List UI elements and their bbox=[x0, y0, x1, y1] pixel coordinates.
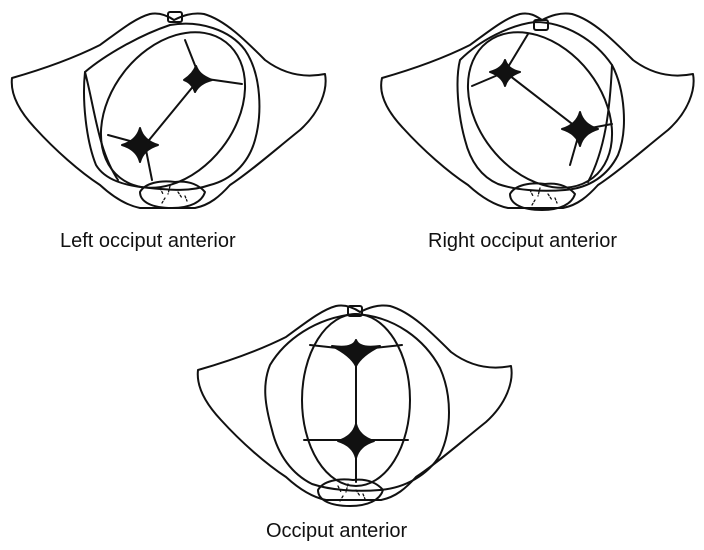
pelvis-occiput-anterior bbox=[198, 305, 512, 506]
anterior-fontanelle bbox=[338, 424, 374, 458]
posterior-fontanelle bbox=[490, 60, 520, 86]
sacrum bbox=[318, 479, 383, 506]
anterior-fontanelle bbox=[562, 112, 598, 146]
posterior-fontanelle bbox=[332, 340, 380, 366]
anterior-fontanelle bbox=[122, 128, 158, 162]
caption-left-occiput-anterior: Left occiput anterior bbox=[60, 230, 236, 253]
sacrum bbox=[140, 181, 205, 208]
fetal-head bbox=[438, 4, 642, 216]
pelvis-outline bbox=[198, 305, 512, 500]
pelvis-left-occiput-anterior bbox=[12, 4, 326, 216]
caption-occiput-anterior: Occiput anterior bbox=[266, 520, 407, 543]
pelvis-outline bbox=[381, 13, 693, 208]
pelvis-outline bbox=[12, 13, 326, 208]
posterior-fontanelle bbox=[184, 66, 212, 92]
caption-right-occiput-anterior: Right occiput anterior bbox=[428, 230, 617, 253]
pelvis-right-occiput-anterior bbox=[381, 4, 693, 216]
sagittal-suture bbox=[505, 72, 580, 130]
sagittal-suture bbox=[145, 78, 200, 145]
pelvic-sidewall-right bbox=[588, 65, 612, 182]
